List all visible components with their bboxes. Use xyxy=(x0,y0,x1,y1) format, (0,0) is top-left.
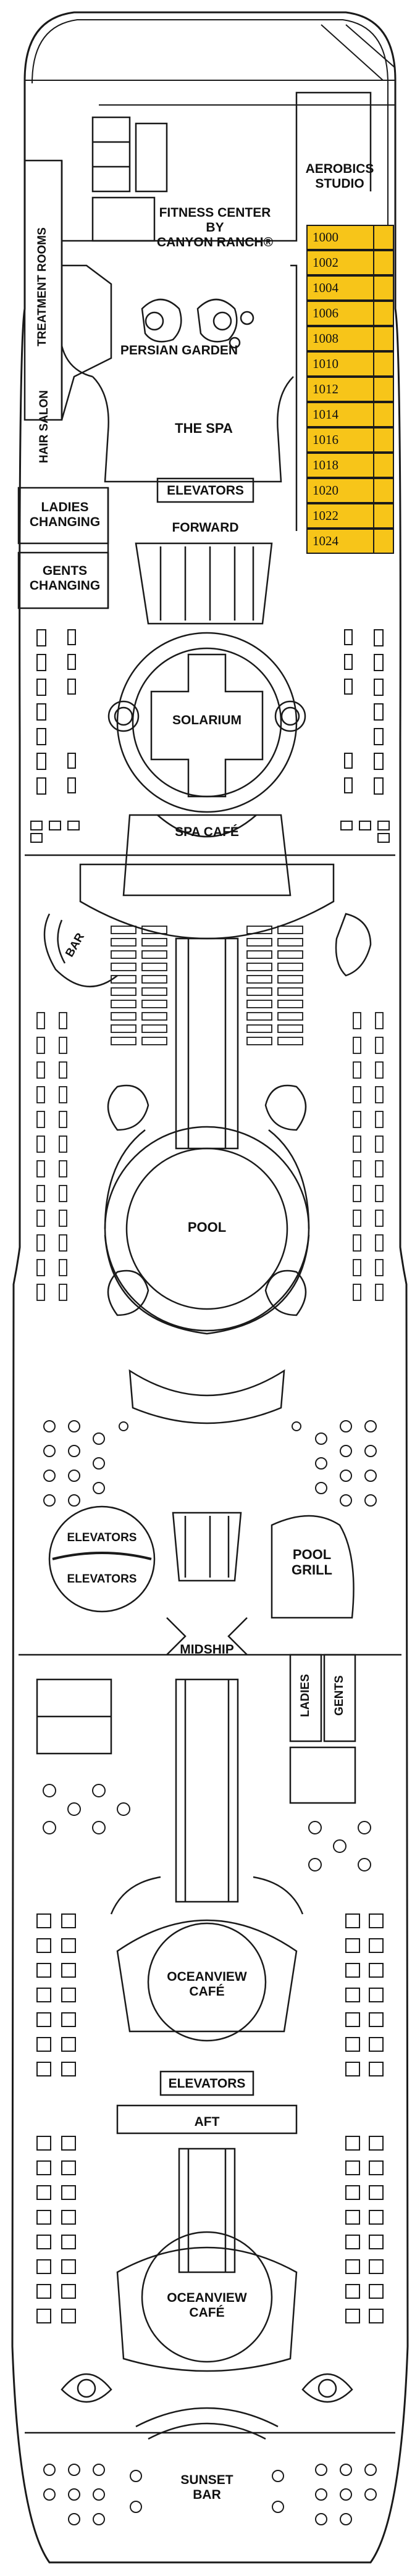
cabin-1010-balcony xyxy=(374,351,394,377)
midship-label: MIDSHIP xyxy=(180,1642,234,1657)
elevators-aft-label: ELEVATORS xyxy=(168,2076,246,2091)
cabin-1006[interactable]: 1006 xyxy=(306,301,374,326)
cabin-1016[interactable]: 1016 xyxy=(306,427,374,453)
elevators-aft-box xyxy=(159,2070,254,2096)
gents-restroom-label: GENTS xyxy=(333,1675,346,1716)
oceanview-cafe-upper-line2: CAFÉ xyxy=(189,1984,225,1999)
fitness-center-label: FITNESS CENTER BY CANYON RANCH® xyxy=(141,206,289,250)
spa-cafe-label: SPA CAFÉ xyxy=(175,825,239,839)
cabin-1000-balcony xyxy=(374,225,394,250)
oceanview-cafe-upper xyxy=(116,1919,298,2033)
cabin-1020[interactable]: 1020 xyxy=(306,478,374,503)
fitness-label-line2: BY xyxy=(206,220,224,235)
cabin-1004-balcony xyxy=(374,275,394,301)
sunset-bar-counter xyxy=(135,2407,279,2428)
pool-grill-line2: GRILL xyxy=(292,1562,332,1578)
solarium-cross xyxy=(150,653,264,798)
cabin-1014-balcony xyxy=(374,402,394,427)
pool-grill-label: POOL GRILL xyxy=(278,1547,346,1578)
cabin-1022-balcony xyxy=(374,503,394,529)
gents-changing-label: GENTS CHANGING xyxy=(25,564,105,593)
cabin-1016-balcony xyxy=(374,427,394,453)
elevators-midship-label-2: ELEVATORS xyxy=(67,1573,137,1586)
cabin-1018[interactable]: 1018 xyxy=(306,453,374,478)
elevators-midship-circle xyxy=(48,1505,156,1613)
oceanview-cafe-upper-line1: OCEANVIEW xyxy=(167,1970,247,1984)
cabin-1020-balcony xyxy=(374,478,394,503)
aerobics-label-line2: STUDIO xyxy=(315,177,364,191)
cabin-1018-balcony xyxy=(374,453,394,478)
bar-counter xyxy=(43,913,118,987)
oceanview-cafe-lower-label: OCEANVIEW CAFÉ xyxy=(158,2291,256,2321)
cabin-1024-balcony xyxy=(374,529,394,554)
aerobics-studio-label: AEROBICS STUDIO xyxy=(296,162,383,191)
ladies-changing-line1: LADIES xyxy=(41,500,89,514)
gents-changing-line1: GENTS xyxy=(42,564,88,578)
cabin-1024[interactable]: 1024 xyxy=(306,529,374,554)
oceanview-cafe-lower-line1: OCEANVIEW xyxy=(167,2291,247,2305)
cabin-1012-balcony xyxy=(374,377,394,402)
fitness-label-line3: CANYON RANCH® xyxy=(156,235,274,250)
ladies-restroom-label: LADIES xyxy=(299,1674,312,1717)
cabin-1012[interactable]: 1012 xyxy=(306,377,374,402)
elevators-forward-label: ELEVATORS xyxy=(167,483,244,498)
hull-inner xyxy=(32,19,388,309)
pool-slide-channel xyxy=(175,937,239,1150)
persian-garden-label: PERSIAN GARDEN xyxy=(120,343,238,358)
pool-grill-line1: POOL xyxy=(292,1547,332,1562)
midship-stair xyxy=(175,1678,239,1903)
forward-label: FORWARD xyxy=(172,521,239,535)
cabin-1014[interactable]: 1014 xyxy=(306,402,374,427)
cabin-1004[interactable]: 1004 xyxy=(306,275,374,301)
spa-cafe-outline xyxy=(122,814,292,897)
oceanview-cafe-lower-line2: CAFÉ xyxy=(189,2306,225,2320)
cabin-1008[interactable]: 1008 xyxy=(306,326,374,351)
pool-grill-outline xyxy=(271,1515,355,1619)
cabin-1010[interactable]: 1010 xyxy=(306,351,374,377)
spa-outline xyxy=(92,376,294,483)
cabin-1000[interactable]: 1000 xyxy=(306,225,374,250)
fitness-area xyxy=(62,91,372,242)
aft-label: AFT xyxy=(194,2115,220,2129)
cabin-1008-balcony xyxy=(374,326,394,351)
hair-salon-label: HAIR SALON xyxy=(38,390,51,464)
spa-cafe-table xyxy=(79,863,335,940)
cabin-1002[interactable]: 1002 xyxy=(306,250,374,275)
the-spa-label: THE SPA xyxy=(175,420,233,436)
sunset-bar-line1: SUNSET xyxy=(180,2473,233,2487)
solarium-label: SOLARIUM xyxy=(164,713,250,729)
cabin-1002-balcony xyxy=(374,250,394,275)
oceanview-cafe-upper-label: OCEANVIEW CAFÉ xyxy=(158,1970,256,1999)
elevators-midship-label-1: ELEVATORS xyxy=(67,1531,137,1544)
hull-outline xyxy=(11,11,409,2564)
elevators-forward-box xyxy=(156,477,254,503)
ladies-changing-line2: CHANGING xyxy=(29,515,101,530)
pool-label: POOL xyxy=(176,1219,238,1236)
fitness-label-line1: FITNESS CENTER xyxy=(159,206,271,220)
treatment-rooms-label: TREATMENT ROOMS xyxy=(36,227,49,346)
ladies-changing-label: LADIES CHANGING xyxy=(25,500,105,530)
persian-garden-outline xyxy=(61,264,112,420)
oceanview-cafe-lower xyxy=(116,2246,298,2372)
cabin-1006-balcony xyxy=(374,301,394,326)
cabin-1022[interactable]: 1022 xyxy=(306,503,374,529)
sunset-bar-label: SUNSET BAR xyxy=(170,2473,244,2503)
sunset-bar-line2: BAR xyxy=(193,2488,221,2503)
gents-changing-line2: CHANGING xyxy=(29,579,101,593)
aerobics-label-line1: AEROBICS xyxy=(305,162,374,176)
